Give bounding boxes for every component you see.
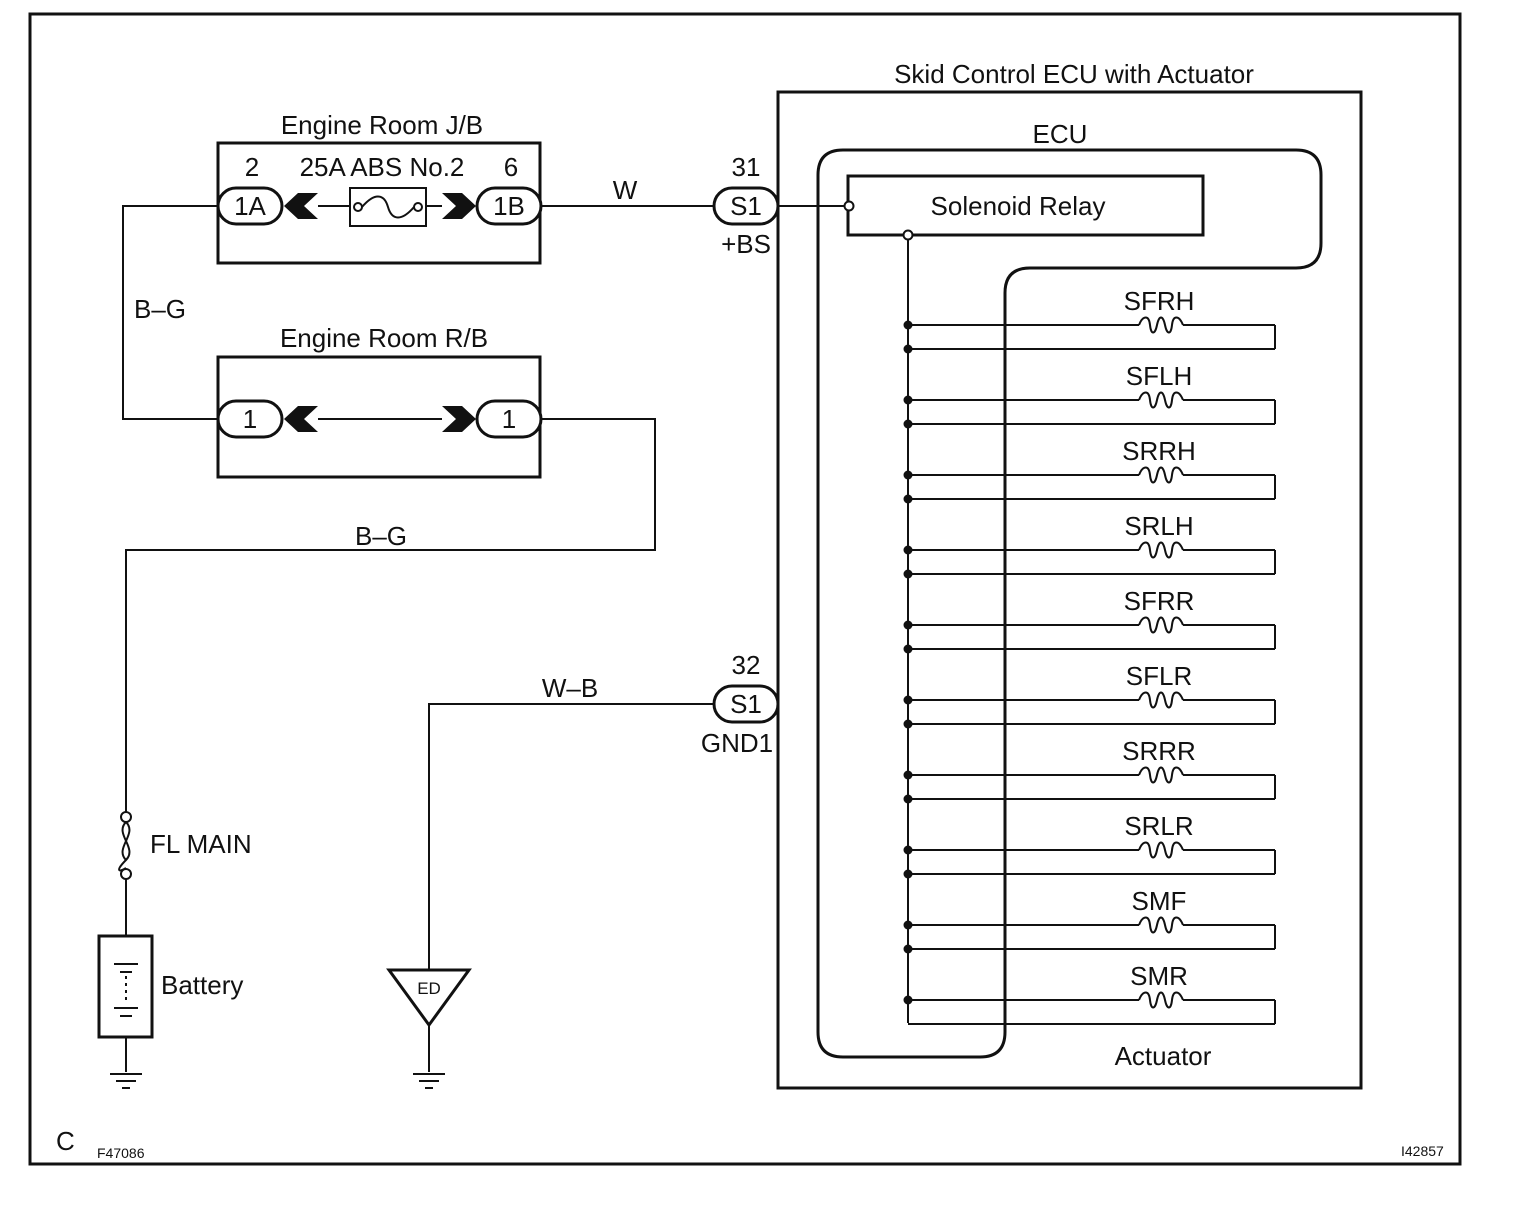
jb-right-arrow-icon xyxy=(442,193,476,219)
junction-dot xyxy=(903,620,913,630)
relay-input-terminal xyxy=(843,200,855,212)
terminal-32-connector-label: S1 xyxy=(730,689,762,719)
junction-dot xyxy=(903,770,913,780)
solenoid-row: SRLH xyxy=(903,511,1276,579)
solenoid-row: SFRH xyxy=(903,286,1276,354)
solenoid-coil-icon xyxy=(1138,691,1184,709)
jb-right-pin-number: 6 xyxy=(504,152,518,182)
solenoid-relay-label: Solenoid Relay xyxy=(931,191,1106,221)
junction-dot xyxy=(903,320,913,330)
terminal-31-name: +BS xyxy=(721,229,771,259)
battery-icon xyxy=(97,934,154,1039)
ecu-outline xyxy=(816,148,1323,1059)
wire-wb xyxy=(428,703,714,970)
wire-bg-lower-label: B–G xyxy=(355,521,407,551)
solenoid-label: SRLH xyxy=(1124,511,1193,541)
jb-right-connector-label: 1B xyxy=(493,191,525,221)
solenoid-coil-icon xyxy=(1138,541,1184,559)
rb-left-arrow-icon xyxy=(284,406,318,432)
terminal-31-number: 31 xyxy=(732,152,761,182)
solenoid-row: SFRR xyxy=(903,586,1276,654)
solenoid-coil-icon xyxy=(1138,466,1184,484)
junction-dot xyxy=(903,845,913,855)
battery-ground-icon xyxy=(110,1073,142,1089)
junction-dot xyxy=(903,419,913,429)
terminal-32-name: GND1 xyxy=(701,728,773,758)
rb-left-connector-label: 1 xyxy=(243,404,257,434)
solenoid-coil-icon xyxy=(1138,766,1184,784)
junction-dot xyxy=(903,470,913,480)
junction-block-label: Engine Room J/B xyxy=(281,110,483,140)
solenoid-coil-icon xyxy=(1138,391,1184,409)
ecu-label: ECU xyxy=(1033,119,1088,149)
fusible-link-icon xyxy=(118,811,132,880)
wire-wb-label: W–B xyxy=(542,673,598,703)
outer-frame xyxy=(28,12,1462,1166)
junction-dot xyxy=(903,569,913,579)
junction-dot xyxy=(903,545,913,555)
relay-block-label: Engine Room R/B xyxy=(280,323,488,353)
solenoid-coil-icon xyxy=(1138,316,1184,334)
jb-left-arrow-icon xyxy=(284,193,318,219)
wire-bg-upper-label: B–G xyxy=(134,294,186,324)
corner-letter: C xyxy=(56,1126,75,1156)
relay-output-terminal xyxy=(902,229,914,241)
ground-point-label: ED xyxy=(417,979,441,998)
battery-label: Battery xyxy=(161,970,243,1000)
solenoid-row: SMF xyxy=(903,886,1276,954)
solenoid-row: SMR xyxy=(903,961,1276,1025)
junction-dot xyxy=(903,644,913,654)
wire-w-label: W xyxy=(613,175,638,205)
actuator-label: Actuator xyxy=(1115,1041,1212,1071)
figure-code-left: F47086 xyxy=(97,1145,145,1161)
junction-dot xyxy=(903,920,913,930)
ecu-assembly-label: Skid Control ECU with Actuator xyxy=(894,59,1254,89)
wire-bg-upper xyxy=(122,205,218,420)
solenoid-label: SFRH xyxy=(1124,286,1195,316)
fuse-label: 25A ABS No.2 xyxy=(300,152,465,182)
solenoid-label: SRRH xyxy=(1122,436,1196,466)
solenoid-label: SFRR xyxy=(1124,586,1195,616)
solenoid-label: SFLR xyxy=(1126,661,1192,691)
junction-dot xyxy=(903,344,913,354)
jb-left-pin-number: 2 xyxy=(245,152,259,182)
solenoid-label: SRLR xyxy=(1124,811,1193,841)
terminal-31-connector-label: S1 xyxy=(730,191,762,221)
junction-dot xyxy=(903,869,913,879)
terminal-32-number: 32 xyxy=(732,650,761,680)
solenoid-label: SMF xyxy=(1132,886,1187,916)
fusible-link-label: FL MAIN xyxy=(150,829,252,859)
ed-ground-icon xyxy=(413,1073,445,1089)
solenoid-rows: SFRH SFLH SRRH SRLH SFRR SFLR SRRR SRLR SMF SMR xyxy=(903,286,1276,1025)
fuse-icon xyxy=(349,187,427,227)
figure-code-right: I42857 xyxy=(1401,1143,1444,1159)
rb-right-arrow-icon xyxy=(442,406,476,432)
junction-dot xyxy=(903,395,913,405)
ecu-assembly-box xyxy=(776,90,1363,1090)
junction-dot xyxy=(903,995,913,1005)
junction-dot xyxy=(903,494,913,504)
jb-left-connector-label: 1A xyxy=(234,191,266,221)
solenoid-label: SRRR xyxy=(1122,736,1196,766)
solenoid-coil-icon xyxy=(1138,991,1184,1009)
solenoid-row: SRRR xyxy=(903,736,1276,804)
solenoid-row: SRRH xyxy=(903,436,1276,504)
solenoid-label: SFLH xyxy=(1126,361,1192,391)
solenoid-row: SFLH xyxy=(903,361,1276,429)
rb-left-connector xyxy=(216,399,284,439)
junction-dot xyxy=(903,719,913,729)
wire-bg-lower xyxy=(125,418,656,812)
solenoid-row: SRLR xyxy=(903,811,1276,879)
ground-point-icon xyxy=(386,968,472,1028)
solenoid-row: SFLR xyxy=(903,661,1276,729)
junction-dot xyxy=(903,944,913,954)
solenoid-coil-icon xyxy=(1138,616,1184,634)
junction-dot xyxy=(903,695,913,705)
solenoid-label: SMR xyxy=(1130,961,1188,991)
solenoid-coil-icon xyxy=(1138,841,1184,859)
solenoid-coil-icon xyxy=(1138,916,1184,934)
rb-right-connector-label: 1 xyxy=(502,404,516,434)
junction-dot xyxy=(903,794,913,804)
